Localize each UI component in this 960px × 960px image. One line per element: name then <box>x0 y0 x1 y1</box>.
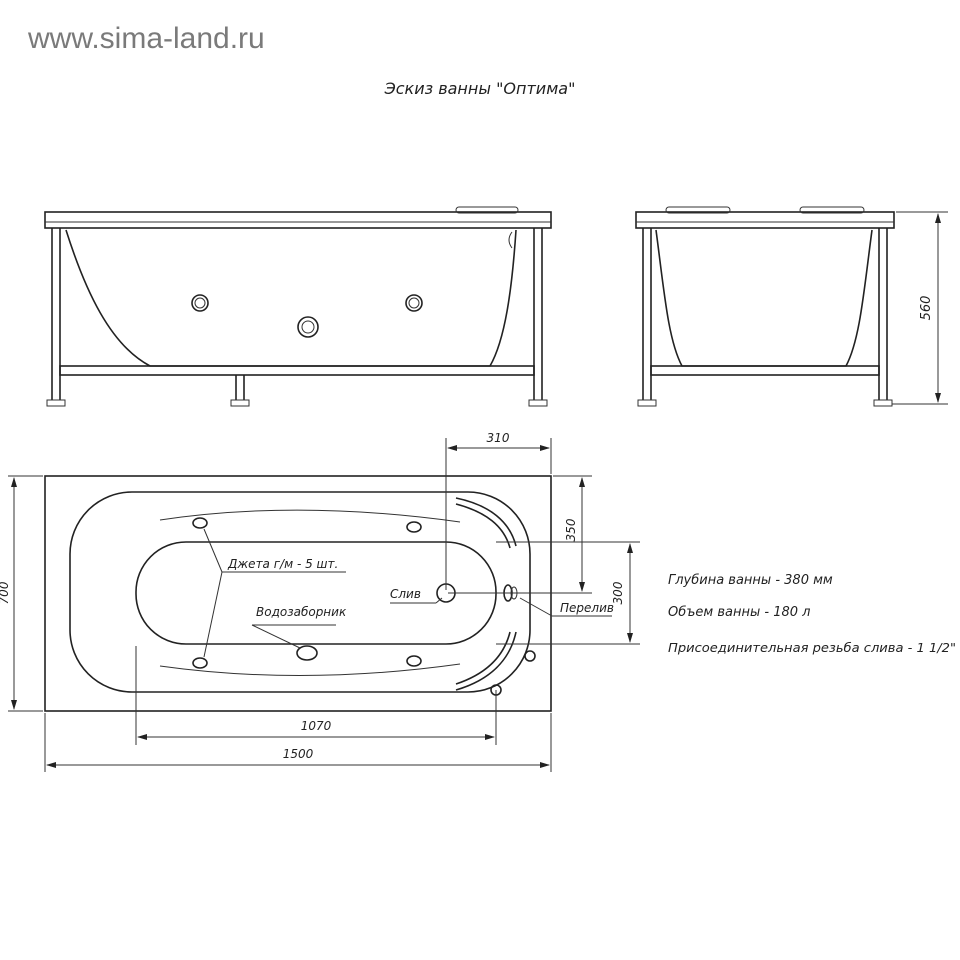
dim-width: 700 <box>0 581 11 604</box>
dim-offset-top: 310 <box>487 431 510 445</box>
label-drain: Слив <box>390 587 421 601</box>
top-view: 310 350 300 700 1070 1500 Джета г/м - 5 … <box>0 431 640 772</box>
sketch-title: Эскиз ванны "Оптима" <box>384 79 576 98</box>
spec-depth: Глубина ванны - 380 мм <box>668 573 833 588</box>
front-view <box>44 206 552 407</box>
side-view: 560 <box>635 206 948 407</box>
watermark: www.sima-land.ru <box>28 22 265 55</box>
dim-height: 560 <box>919 296 934 321</box>
spec-volume: Объем ванны - 180 л <box>668 605 810 620</box>
dim-total-length: 1500 <box>283 747 314 761</box>
label-overflow: Перелив <box>560 601 614 615</box>
dim-inner-length: 1070 <box>301 719 332 733</box>
label-jets: Джета г/м - 5 шт. <box>227 557 338 571</box>
label-intake: Водозаборник <box>256 605 347 619</box>
dim-inner-width: 300 <box>611 581 625 604</box>
specs-list: Глубина ванны - 380 мм Объем ванны - 180… <box>668 573 956 655</box>
spec-thread: Присоединительная резьба слива - 1 1/2" <box>668 640 956 655</box>
dim-offset-right: 350 <box>564 518 578 541</box>
